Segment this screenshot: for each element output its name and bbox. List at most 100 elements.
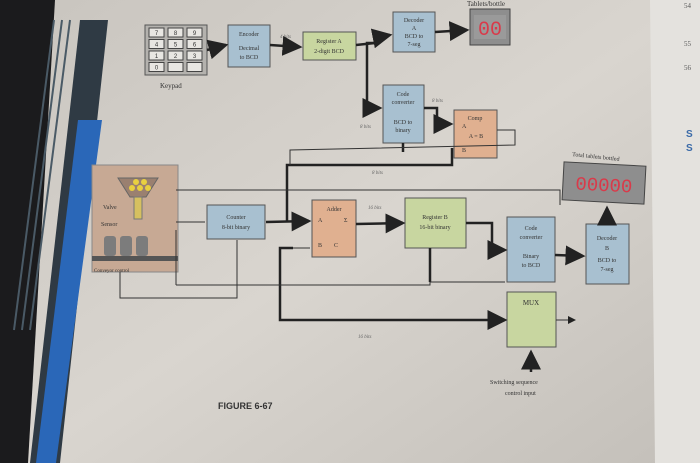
display-b-digits: 00000 (575, 174, 633, 199)
decoder-a-line4: 7-seg (408, 42, 421, 48)
tablet (145, 185, 151, 191)
keypad-key-label: 8 (174, 31, 178, 37)
keypad-key-label: 2 (174, 54, 178, 60)
keypad-key (148, 50, 165, 61)
bottle (104, 236, 116, 256)
decoder-b-line2: B (605, 246, 609, 252)
adder-line1: Adder (327, 207, 342, 213)
register-a-line2: 2-digit BCD (314, 49, 345, 55)
keypad-key (167, 62, 184, 72)
encoder-line3: to BCD (240, 55, 259, 61)
keypad-key-label: 6 (193, 43, 197, 49)
tablet (141, 179, 147, 185)
adder-block: Adder A Σ B C (311, 199, 357, 258)
next-page-edge (650, 0, 700, 463)
margin-letter: S (686, 129, 693, 140)
bus-label-bottom: 16 bits (358, 335, 372, 340)
margin-letter: S (686, 143, 693, 154)
counter-block: Counter 8-bit binary (206, 204, 266, 240)
decoder-b-line4: 7-seg (601, 267, 614, 273)
bottle (120, 236, 132, 256)
valve-label: Valve (103, 205, 117, 211)
bus-label-adder-out: 16 bits (368, 206, 382, 211)
counter-line2: 8-bit binary (222, 225, 250, 231)
bottle (136, 236, 148, 256)
switching-line1: Switching sequence (490, 380, 538, 386)
sensor-label: Sensor (101, 222, 117, 228)
comparator-block: Comp A A = B B (453, 109, 498, 159)
mux-block: MUX (506, 291, 557, 348)
bus-label-enc-reg: 4 bits (280, 35, 291, 40)
decoder-a-line2: A (412, 26, 417, 32)
adder-line5: C (334, 243, 338, 249)
display-a-digits: 00 (478, 19, 502, 42)
sidebar-stripes (13, 19, 71, 331)
tablet (137, 185, 143, 191)
keypad-key-label: 9 (193, 31, 197, 37)
decoder-a-line3: BCD to (405, 34, 424, 40)
decoder-b-line1: Decoder (597, 236, 617, 242)
adder-line4: B (318, 243, 322, 249)
keypad-key-label: 5 (174, 43, 178, 49)
keypad-key-label: 1 (155, 54, 159, 60)
keypad-key (167, 39, 184, 49)
decoder-a-line1: Decoder (404, 18, 424, 24)
converter-2-line1: Code (525, 226, 538, 232)
comparator-line3: A = B (469, 134, 483, 140)
converter-2-line4: to BCD (522, 263, 541, 269)
keypad-key-label: 3 (193, 54, 197, 60)
keypad: 7 8 9 4 5 6 1 2 3 0 Keypad (144, 24, 208, 90)
keypad-key (148, 39, 165, 49)
switching-line2: control input (505, 391, 536, 397)
encoder-block: Encoder Decimal to BCD (227, 24, 271, 68)
keypad-key (186, 62, 203, 72)
keypad-key (167, 50, 184, 61)
keypad-key (186, 50, 203, 61)
encoder-line1: Encoder (239, 32, 259, 38)
bus-wires (206, 21, 617, 372)
margin-number: 54 (684, 2, 692, 10)
register-b-block: Register B 16-bit binary (404, 197, 467, 249)
comparator-line2: A (462, 124, 467, 130)
register-a-line1: Register A (316, 39, 342, 45)
conveyor-label: Conveyor control (94, 269, 130, 274)
register-b-line2: 16-bit binary (419, 225, 450, 231)
comparator-line1: Comp (468, 116, 483, 122)
valve-tube (133, 196, 143, 220)
mux-label: MUX (523, 299, 539, 307)
display-b-title: Total tablets bottled (572, 152, 620, 163)
converter-1-line3: BCD to (394, 120, 413, 126)
counter-line1: Counter (226, 215, 245, 221)
keypad-key-label: 0 (155, 66, 159, 72)
margin-number: 55 (684, 40, 692, 48)
register-b-line1: Register B (422, 215, 448, 221)
keypad-key (148, 62, 165, 72)
decoder-b-line3: BCD to (598, 258, 617, 264)
converter-1-line4: binary (395, 128, 410, 134)
code-converter-1-block: Code converter BCD to binary (382, 84, 425, 144)
converter-1-line2: converter (392, 100, 415, 106)
adder-line2: A (318, 218, 323, 224)
display-b: Total tablets bottled 00000 (561, 152, 647, 205)
tablet (129, 185, 135, 191)
bus-label-counter: 8 bits (372, 171, 383, 176)
keypad-key-label: 7 (155, 31, 159, 37)
encoder-line2: Decimal (239, 46, 260, 52)
keypad-label: Keypad (160, 82, 182, 90)
keypad-key (167, 27, 184, 38)
register-a-block: Register A 2-digit BCD (302, 31, 357, 61)
display-a: Tablets/bottle 00 (467, 0, 511, 46)
comparator-line4: B (462, 148, 466, 154)
tablet-machine: Valve Sensor Conveyor control (91, 164, 179, 274)
control-wires (119, 129, 576, 324)
bus-label-conv-comp: 8 bits (432, 99, 443, 104)
conveyor-belt (92, 256, 178, 261)
keypad-key-label: 4 (155, 43, 159, 49)
bus-label-conv-down: 8 bits (360, 125, 371, 130)
figure-caption: FIGURE 6-67 (218, 401, 273, 411)
converter-2-line3: Binary (523, 254, 539, 260)
display-a-title: Tablets/bottle (467, 0, 505, 8)
decoder-b-block: Decoder B BCD to 7-seg (585, 223, 630, 285)
